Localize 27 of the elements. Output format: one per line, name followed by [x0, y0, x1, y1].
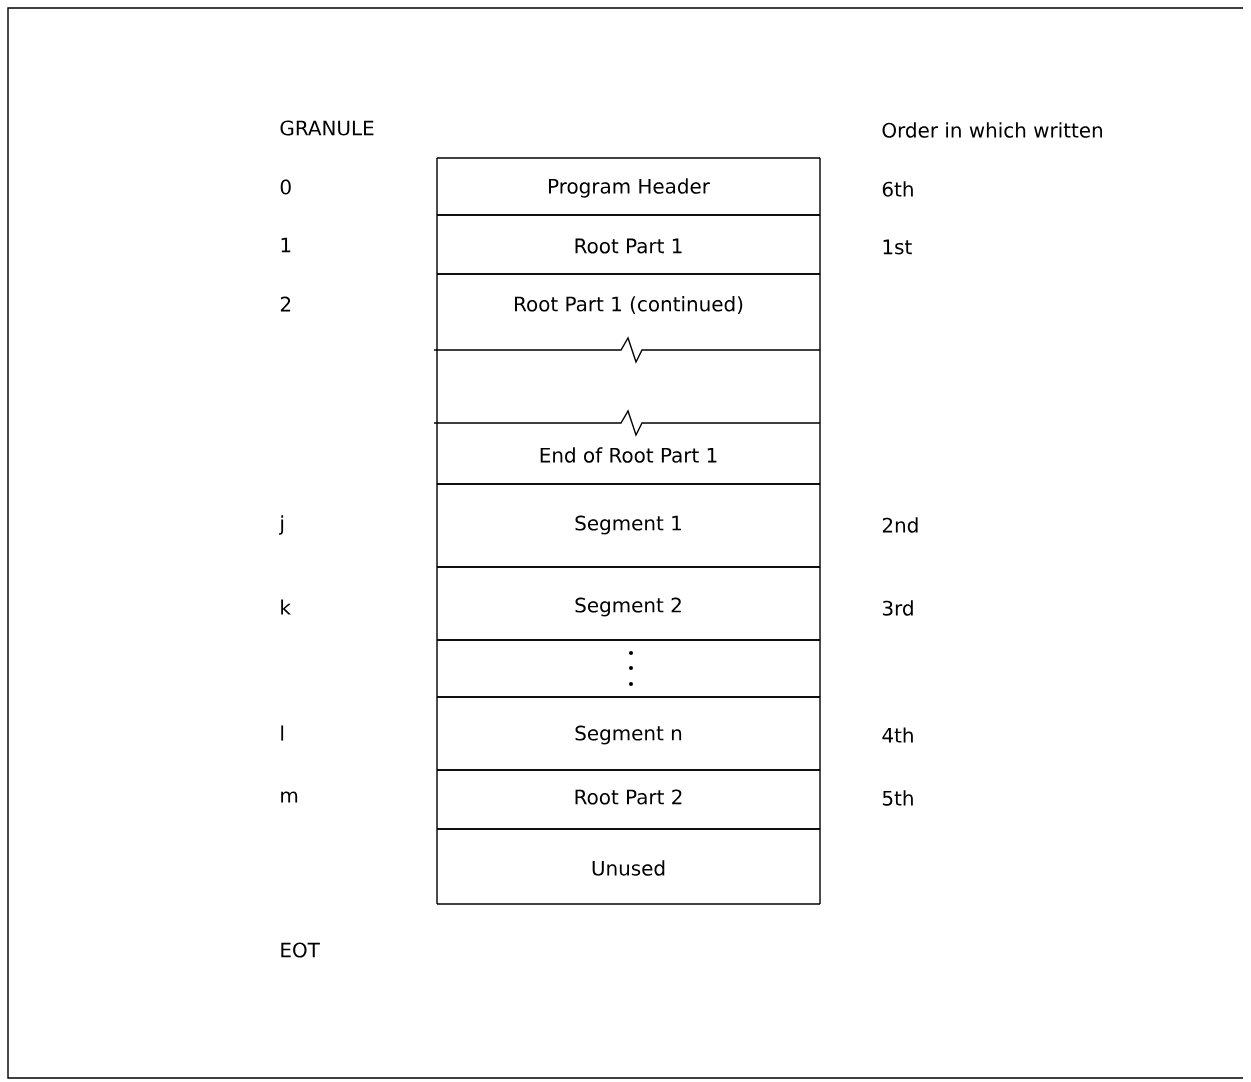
granule-label: l	[281, 725, 284, 741]
column-heading: GRANULE	[280, 120, 374, 136]
granule-label: 2	[280, 296, 291, 312]
order-label: 3rd	[882, 600, 913, 616]
granule-label: m	[281, 791, 298, 803]
order-label: 5th	[882, 790, 913, 806]
table-cell: End of Root Part 1	[433, 409, 821, 485]
order-label: 1st	[883, 239, 912, 255]
table-cell: Program Header	[436, 157, 821, 216]
granule-label: 0	[280, 179, 291, 195]
granule-label: j	[279, 515, 284, 535]
table-cell: Root Part 2	[436, 769, 821, 830]
table-cell: Segment 2	[436, 566, 821, 641]
table-cell: Root Part 1	[436, 214, 821, 275]
column-heading: Order in which written	[882, 122, 1102, 138]
ellipsis-cell	[436, 639, 821, 698]
table-cell: Root Part 1 (continued)	[433, 273, 821, 364]
order-label: 4th	[882, 727, 913, 743]
end-marker: EOT	[281, 942, 320, 958]
granule-label: 1	[281, 237, 291, 253]
granule-label: k	[281, 599, 291, 615]
table-cell: Segment 1	[436, 483, 821, 568]
empty-cell	[436, 349, 821, 424]
table-cell: Segment n	[436, 696, 821, 771]
order-label: 2nd	[882, 517, 918, 533]
order-label: 6th	[882, 181, 913, 197]
table-cell: Unused	[436, 828, 821, 905]
